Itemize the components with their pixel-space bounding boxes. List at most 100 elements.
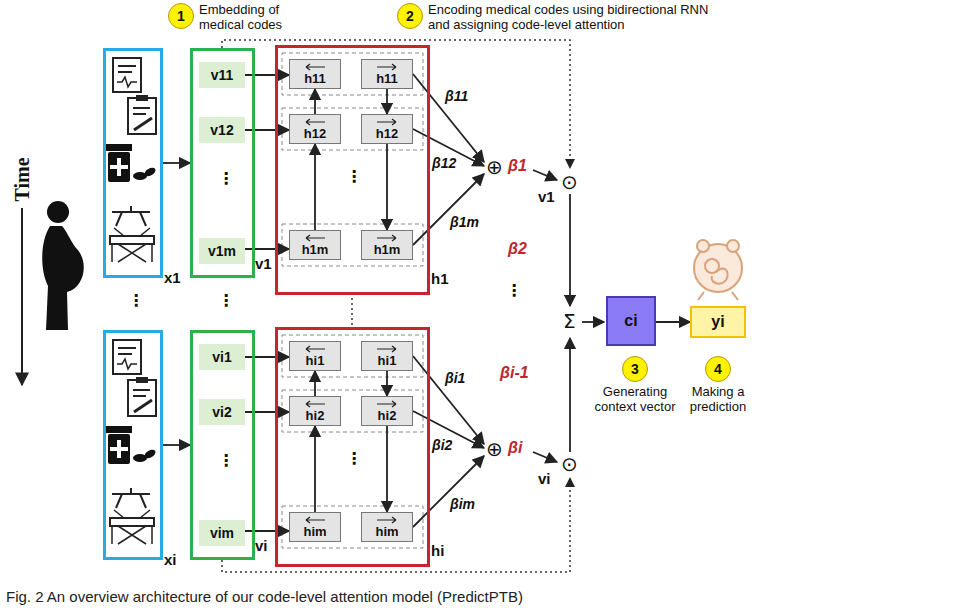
step-caption: Encoding medical codes using bidirection… (428, 2, 728, 32)
flow-arrow (245, 411, 289, 413)
direction-overline (375, 234, 399, 242)
time-arrow (21, 208, 23, 385)
pregnant-woman (42, 201, 84, 330)
code-icons (106, 340, 157, 544)
product-symbol: ⊙ (561, 172, 578, 192)
direction-overline (303, 400, 327, 408)
step-caption: Generating context vector (585, 384, 685, 414)
sum-symbol: ⊕ (486, 439, 503, 459)
ellipsis: ⋮ (506, 282, 522, 300)
visit-weight: βi-1 (500, 364, 529, 382)
embedding-cell: v1m (199, 238, 245, 264)
flow-arrow (386, 371, 388, 396)
prediction-box: yi (690, 306, 746, 338)
hidden-state: hi1 (289, 341, 341, 371)
node-label: him (375, 516, 398, 539)
embedding-cell: vi1 (199, 344, 245, 370)
flow-arrow (386, 89, 388, 114)
flow-arrow (245, 248, 289, 250)
node-label: h12 (376, 118, 398, 141)
ellipsis: ⋮ (128, 292, 144, 310)
embedding-cell: v11 (199, 62, 245, 88)
node-label: h11 (304, 63, 326, 86)
sum-symbol: Σ (563, 311, 576, 331)
ellipsis: ⋮ (218, 292, 234, 310)
attention-weight: β11 (445, 88, 468, 104)
input-box: x1 (103, 48, 163, 278)
embedding-cell: vim (199, 520, 245, 546)
node-label: v12 (210, 122, 233, 138)
flow-arrow (245, 74, 289, 76)
node-label: h1m (374, 234, 401, 257)
flow-arrow (245, 530, 289, 532)
callout-circle: 2 (397, 3, 423, 29)
hidden-state: hi2 (361, 396, 413, 426)
embedding-box: v1v11v12v1m (190, 48, 255, 278)
node-label: h12 (304, 118, 326, 141)
direction-overline (303, 118, 327, 126)
hidden-state: hi1 (361, 341, 413, 371)
direction-overline (375, 400, 399, 408)
flow-arrow (163, 444, 190, 446)
ellipsis: ⋮ (218, 170, 234, 188)
ellipsis: ⋮ (346, 168, 362, 186)
node-label: xi (164, 551, 177, 568)
callout-circle: 3 (622, 356, 648, 382)
hidden-state: h12 (361, 114, 413, 144)
node-label: h1m (302, 234, 329, 257)
dotted-link (351, 298, 353, 325)
node-label: him (303, 516, 326, 539)
node-label: hi (431, 542, 444, 559)
attention-weight: βim (450, 496, 475, 512)
rnn-row (282, 53, 423, 266)
hidden-state: him (361, 512, 413, 542)
node-label: v1m (208, 243, 236, 259)
flow-arrow (314, 371, 316, 396)
hidden-state: him (289, 512, 341, 542)
flow-arrow (314, 144, 316, 230)
direction-overline (375, 118, 399, 126)
callout-circle: 4 (705, 356, 731, 382)
node-label: h11 (376, 63, 398, 86)
node-label: vi1 (212, 349, 231, 365)
visit-weight: βi (508, 439, 522, 457)
step-caption: Embedding of medical codes (199, 2, 309, 32)
attention-weight: βi1 (445, 370, 465, 386)
rnn-row (282, 335, 423, 548)
direction-overline (375, 345, 399, 353)
step-caption: Making a prediction (668, 384, 768, 414)
flow-arrow (656, 321, 690, 323)
node-label: hi2 (378, 400, 397, 423)
node-label: v11 (211, 67, 234, 83)
callout-circle: 1 (168, 3, 194, 29)
visit-weight: β1 (508, 157, 527, 175)
node-label: vim (210, 525, 234, 541)
node-label: 1 (177, 8, 185, 24)
flow-arrow (386, 426, 388, 512)
node-label: vi (255, 537, 268, 554)
hidden-state: h1m (361, 230, 413, 260)
product-symbol: ⊙ (561, 454, 578, 474)
ellipsis: ⋮ (218, 452, 234, 470)
node-label: ci (624, 312, 637, 330)
node-label: 4 (714, 361, 722, 377)
node-label: yi (711, 313, 724, 331)
flow-arrow (245, 356, 289, 358)
hidden-state: h1m (289, 230, 341, 260)
attention-weight: βi2 (432, 437, 452, 453)
visit-weight: β2 (508, 240, 527, 258)
hidden-state: h12 (289, 114, 341, 144)
rnn-box: hihi1hi1hi2hi2himhim (275, 327, 430, 567)
embedding-box: vivi1vi2vim (190, 330, 255, 560)
time-label: Time (11, 140, 34, 220)
direction-overline (303, 345, 327, 353)
node-label: h1 (431, 270, 449, 287)
flow-arrow (314, 89, 316, 114)
embedding-label: vi (538, 470, 551, 487)
node-label: 2 (406, 8, 414, 24)
attention-weight: β12 (432, 155, 456, 171)
flow-arrow (386, 144, 388, 230)
embedding-cell: v12 (199, 117, 245, 143)
embedding-cell: vi2 (199, 399, 245, 425)
hidden-state: h11 (289, 59, 341, 89)
